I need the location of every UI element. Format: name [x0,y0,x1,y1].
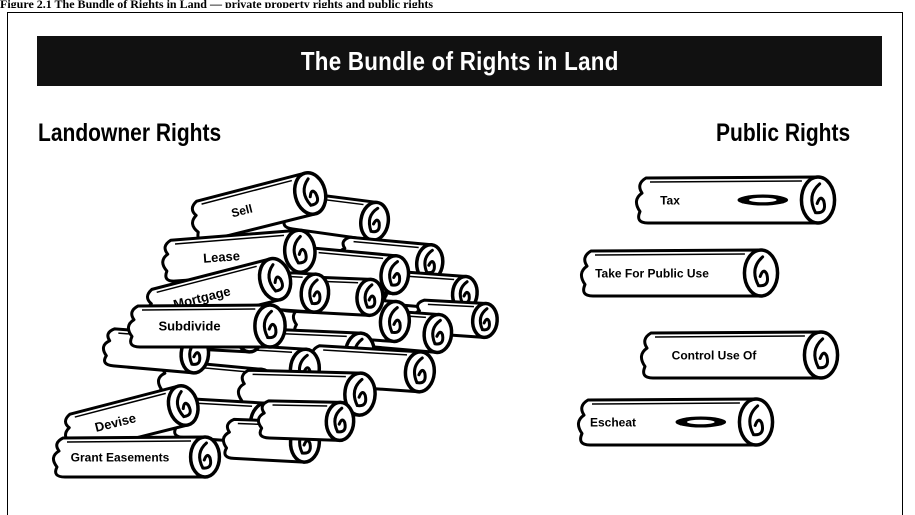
public-log-0: Tax [635,175,837,225]
public-log-2-label: Control Use Of [672,348,758,362]
diagram-title: The Bundle of Rights in Land [300,45,619,76]
background-log [411,298,499,340]
landowner-rights-heading: Landowner Rights [38,119,222,147]
public-log-2: Control Use Of [640,330,840,380]
figure-caption: Figure 2.1 The Bundle of Rights in Land … [0,0,434,8]
public-log-3: Escheat [577,397,775,447]
landowner-log-3-label: Subdivide [158,319,220,334]
public-log-0-label: Tax [660,193,680,207]
landowner-log-5: Grant Easements [52,435,222,479]
landowner-log-3: Subdivide [127,303,287,349]
landowner-log-1-label: Lease [203,248,241,266]
landowner-log-5-label: Grant Easements [71,450,170,464]
public-rights-heading: Public Rights [716,119,851,147]
public-log-1: Take For Public Use [580,248,780,298]
landowner-log-4: Devise [64,384,200,454]
background-log [256,399,356,443]
landowner-log-0-label: Sell [230,201,254,220]
title-bar: The Bundle of Rights in Land [37,36,882,86]
public-log-1-label: Take For Public Use [595,266,709,280]
public-log-3-label: Escheat [590,415,636,429]
